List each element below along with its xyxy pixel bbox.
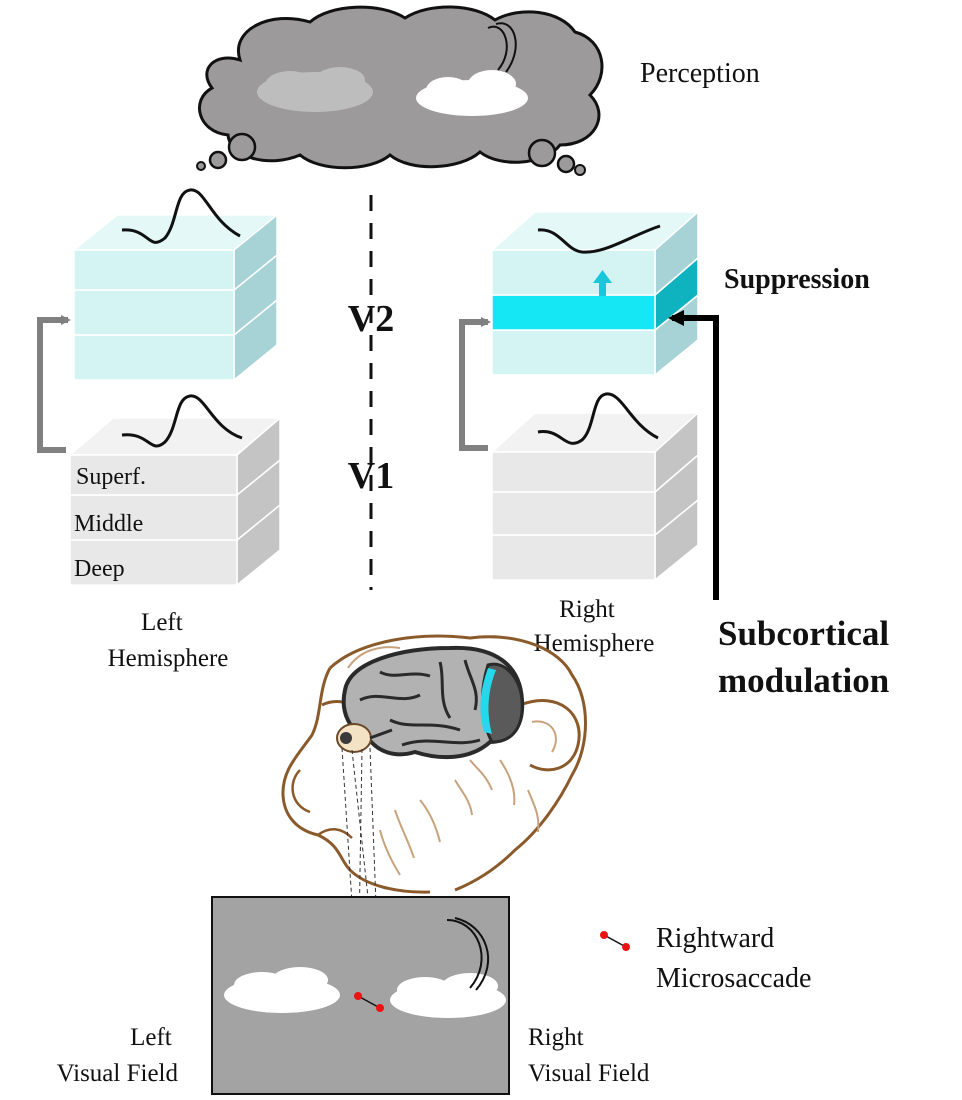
left-v2-response-curve — [121, 188, 241, 244]
visual-field-screen — [211, 896, 510, 1095]
left-hemisphere-label: Left Hemisphere — [108, 609, 229, 672]
right-v1-superficial-layer — [490, 411, 700, 494]
suppression-up-arrow — [593, 270, 612, 296]
right-v1-response-curve — [537, 392, 659, 445]
left-feedforward-arrow — [37, 315, 71, 453]
legend-saccade-start-dot — [600, 931, 608, 939]
layer-label-middle: Middle — [74, 511, 143, 537]
layer-label-deep: Deep — [74, 556, 125, 582]
visual-cortex-highlight — [480, 668, 496, 734]
legend-saccade-end-dot — [622, 943, 630, 951]
microsaccade-legend: Rightward Microsaccade — [600, 923, 811, 994]
right-stimulus-cloud — [390, 973, 506, 1018]
perception-label: Perception — [640, 58, 760, 89]
subcortical-modulation-arrow — [668, 310, 719, 600]
legend-label: Rightward Microsaccade — [656, 923, 811, 994]
monkey-head-illustration — [281, 634, 587, 894]
right-v2-response-curve — [537, 224, 661, 254]
perception-thought-cloud — [196, 5, 604, 176]
right-v1-stack — [489, 392, 701, 582]
left-v2-superficial-layer — [71, 213, 280, 292]
monkey-eye — [336, 723, 393, 753]
subcortical-modulation-label: Subcortical modulation — [718, 614, 898, 700]
v2-label: V2 — [348, 298, 394, 340]
left-v2-stack — [71, 188, 280, 382]
right-feedforward-arrow — [459, 317, 491, 451]
right-visual-field-label: Right Visual Field — [528, 1024, 650, 1087]
left-stimulus-cloud — [224, 967, 340, 1013]
crescent-moon — [446, 917, 490, 991]
cloud-shape-grey — [257, 67, 373, 112]
layer-label-superficial: Superf. — [76, 464, 146, 490]
left-visual-field-label: Left Visual Field — [57, 1024, 179, 1087]
right-v2-stack — [489, 210, 701, 377]
v1-label: V1 — [348, 455, 394, 497]
left-v1-stack: Superf. Middle Deep — [67, 394, 283, 587]
cloud-shape-white — [416, 70, 528, 116]
suppression-label: Suppression — [724, 264, 870, 295]
left-v1-response-curve — [121, 394, 243, 448]
right-v2-superficial-layer — [490, 210, 700, 297]
right-hemisphere-label: Right Hemisphere — [534, 596, 655, 657]
microsaccade-marker — [354, 992, 384, 1012]
left-v1-superficial-layer — [67, 416, 283, 497]
